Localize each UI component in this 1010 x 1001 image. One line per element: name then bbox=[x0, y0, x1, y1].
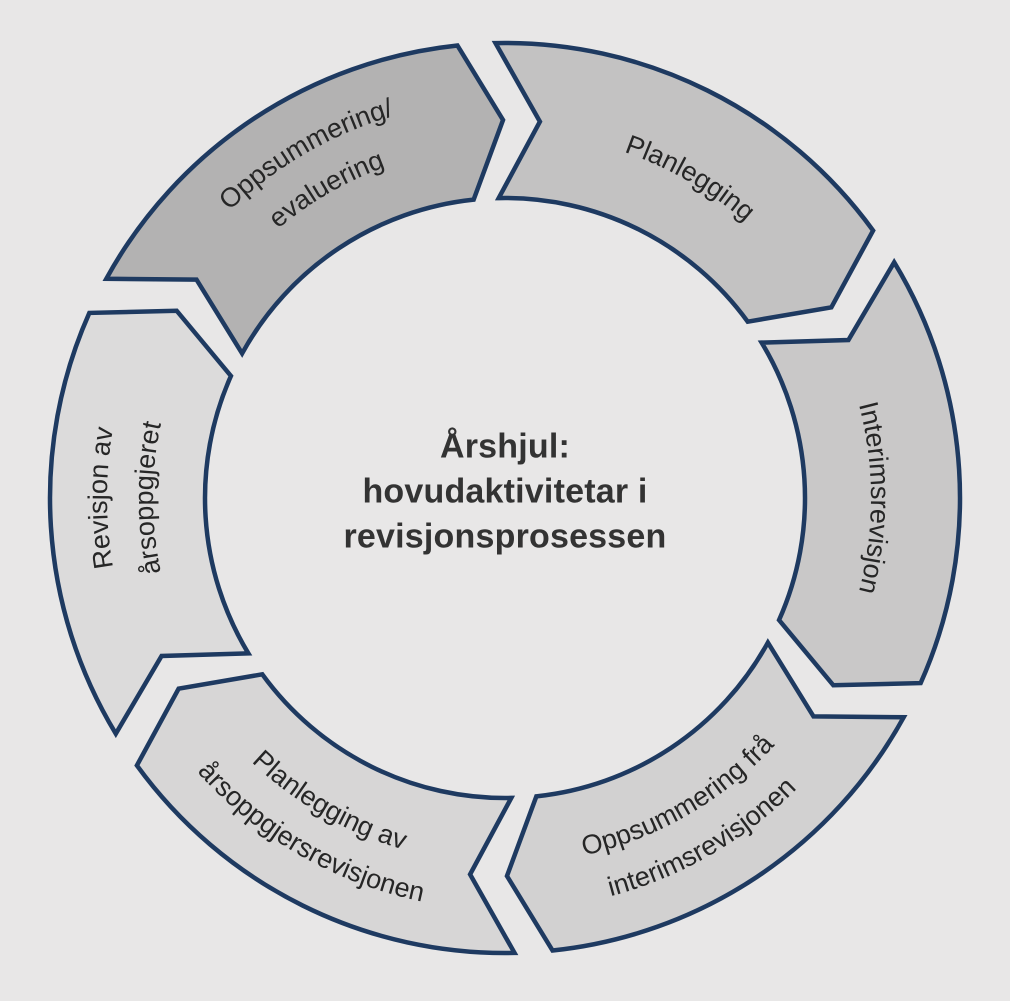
diagram-title-line-2: hovudaktivitetar i bbox=[362, 472, 648, 511]
diagram-title-line-1: Årshjul: bbox=[439, 427, 571, 466]
cycle-segment-planlegging bbox=[491, 40, 876, 325]
cycle-segment-planlegging-av-arsoppgjersrevisjonen bbox=[134, 671, 519, 956]
diagram-title-line-3: revisjonsprosessen bbox=[343, 517, 667, 556]
cycle-segment-interimsrevisjon bbox=[757, 257, 963, 688]
cycle-segment-oppsummering-fra-interimsrevisjonen bbox=[504, 638, 908, 953]
diagram-title: Årshjul: hovudaktivitetar i revisjonspro… bbox=[0, 425, 1010, 560]
cycle-segment-oppsummering-evaluering bbox=[102, 43, 506, 358]
cycle-segment-revisjon-av-arsoppgjeret bbox=[47, 308, 253, 739]
